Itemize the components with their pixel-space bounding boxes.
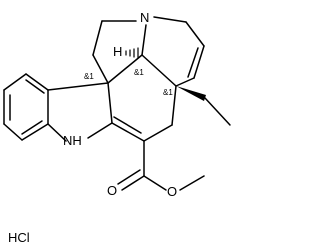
- bond-quaternary-junction: [141, 54, 177, 87]
- bond-c-enamine-spiro: [107, 82, 113, 124]
- bond-aryl-2: [21, 123, 49, 141]
- bond-o-methyl: [179, 175, 205, 191]
- molecule-structure: N NH H O O &1 &1 &1 HCl: [3, 10, 231, 245]
- bond-ch2-top-ch2-left: [92, 20, 103, 56]
- bond-ch-ch-double-b: [187, 47, 199, 78]
- bond-aryl-6: [25, 73, 49, 91]
- stereo-label-upper: &1: [134, 68, 144, 77]
- bond-n-c-junction: [141, 24, 147, 56]
- stereo-label-quaternary: &1: [163, 88, 173, 97]
- bond-n-ch2-right: [153, 16, 187, 23]
- bond-quaternary-ch2: [171, 85, 177, 126]
- bond-ch2-c-ester: [143, 124, 173, 142]
- bond-ch2-right-ch: [185, 21, 205, 47]
- structure-canvas: N NH H O O &1 &1 &1 HCl: [3, 10, 231, 245]
- atom-n-amine: N: [140, 10, 149, 25]
- bond-ethyl-ch3: [204, 97, 231, 126]
- bond-aryl-double-1: [21, 120, 43, 135]
- bond-nh-aryl: [47, 123, 67, 142]
- hashed-bond-h: [125, 47, 139, 59]
- bond-aryl-5: [3, 73, 27, 91]
- atom-o-ester: O: [167, 184, 177, 199]
- bond-c-ester-c-enamine-b: [113, 116, 142, 134]
- bond-c-enamine-nh: [87, 122, 113, 139]
- atom-nh-indoline: NH: [63, 133, 82, 148]
- salt-label: HCl: [8, 230, 30, 245]
- bond-aryl-3: [3, 123, 23, 141]
- bond-c-o-double-a: [121, 175, 145, 191]
- atom-o-carbonyl: O: [107, 183, 117, 198]
- wedge-bond-ethyl: [176, 86, 206, 101]
- bond-c-ester-c-enamine-a: [111, 122, 145, 142]
- bond-c-o-double-b: [117, 169, 141, 185]
- bond-c-o-single: [143, 175, 167, 191]
- bond-aryl-double-3: [25, 79, 45, 94]
- stereo-label-spiro: &1: [84, 72, 94, 81]
- bond-c-junction-spiro: [107, 54, 143, 84]
- bond-spiro-aryl: [47, 82, 109, 91]
- bond-ch-quaternary: [175, 77, 195, 87]
- bond-ch2-left-spiro: [92, 54, 109, 84]
- atom-h-stereo: H: [113, 44, 122, 59]
- bond-ch-ch-double-a: [193, 45, 205, 79]
